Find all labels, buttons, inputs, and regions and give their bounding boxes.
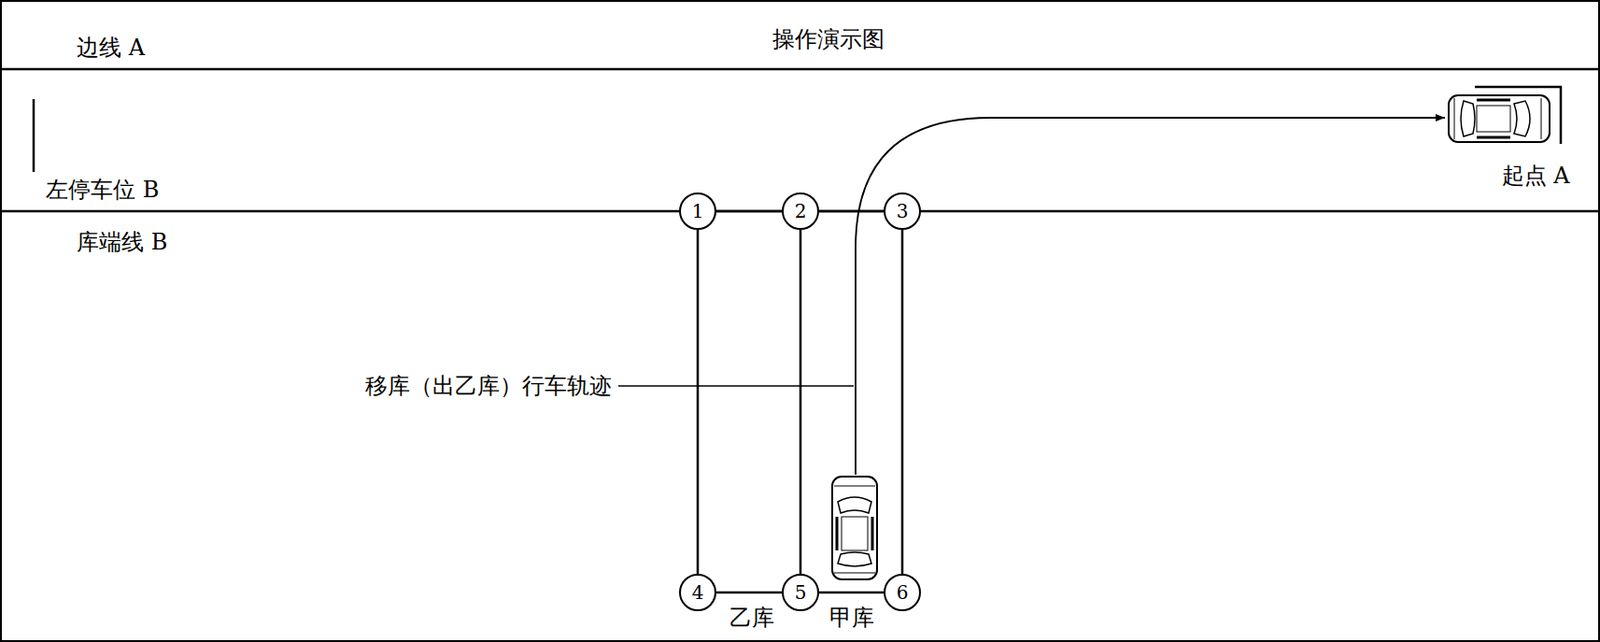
bay-line (696, 229, 700, 574)
leader-line (618, 384, 854, 387)
line-label: 边线 A (76, 35, 145, 60)
circle-number: 2 (794, 201, 808, 221)
numbered-circle: 3 (883, 192, 921, 230)
area-label: 左停车位 B (45, 177, 159, 202)
line-label: 库端线 B (76, 229, 168, 255)
side-line (0, 68, 1600, 71)
car-in-garage (832, 476, 878, 580)
garage-label: 乙库 (729, 605, 775, 630)
circle-number: 3 (896, 201, 909, 221)
bay-line (716, 210, 782, 213)
circle-number: 4 (692, 582, 705, 602)
parking-mark (32, 99, 36, 172)
numbered-circle: 2 (781, 192, 820, 230)
numbered-circle: 6 (883, 573, 921, 611)
track-path (855, 117, 1445, 475)
bay-line (901, 229, 905, 574)
track-label: 移库（出乙库）行车轨迹 (365, 373, 612, 398)
bay-line (799, 229, 803, 574)
bay-line (819, 591, 884, 595)
circle-number: 6 (896, 582, 909, 602)
circle-number: 1 (692, 201, 705, 221)
bay-line (716, 591, 782, 595)
numbered-circle: 5 (781, 573, 820, 611)
numbered-circle: 1 (679, 192, 717, 230)
diagram-title: 操作演示图 (772, 27, 885, 52)
numbered-circle: 4 (679, 573, 717, 611)
car-at-start (1448, 95, 1550, 142)
circle-number: 5 (794, 582, 808, 602)
start-label: 起点 A (1501, 163, 1571, 188)
bay-line (819, 210, 884, 213)
garage-label: 甲库 (829, 605, 875, 630)
